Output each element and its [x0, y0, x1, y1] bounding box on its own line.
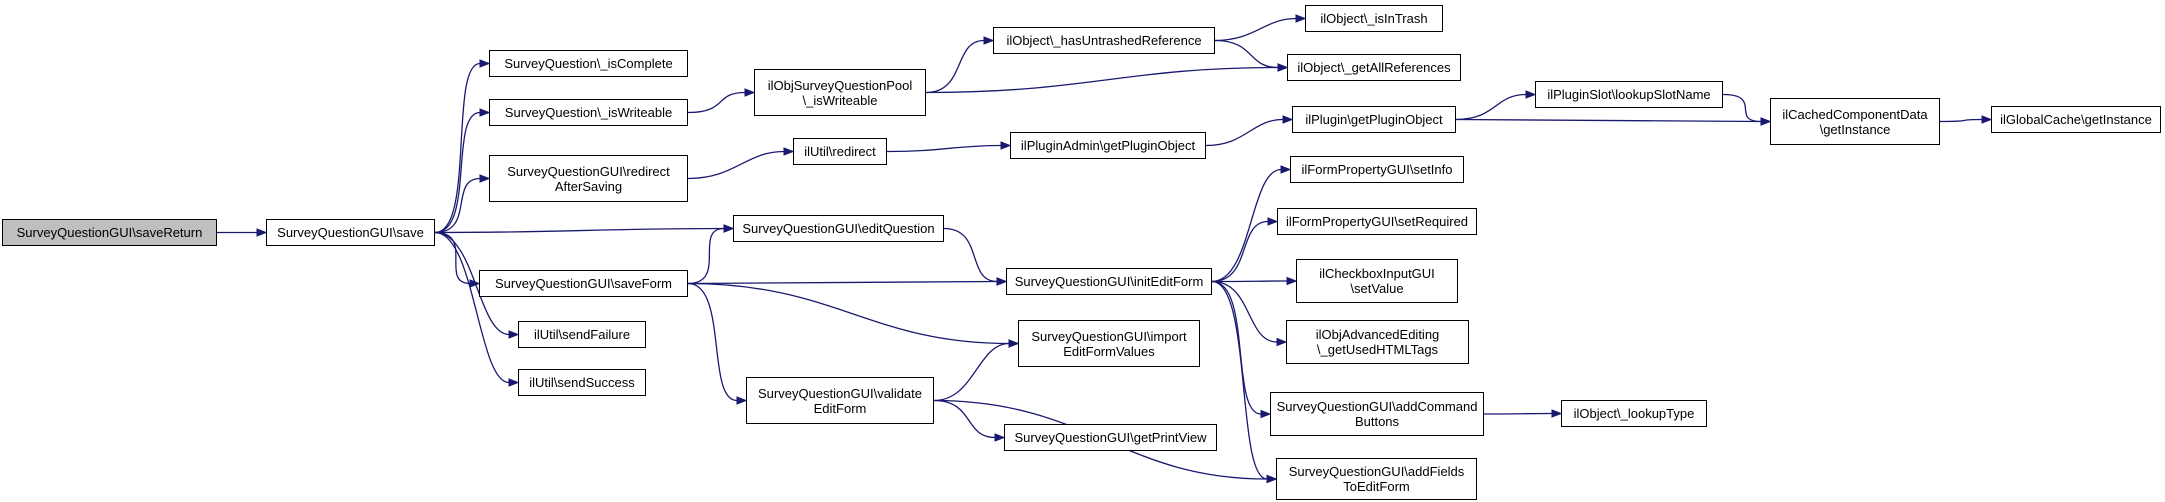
call-edge [943, 227, 998, 283]
graph-node[interactable]: ilGlobalCache\getInstance [1991, 106, 2161, 133]
call-edge [1455, 93, 1527, 121]
graph-node[interactable]: ilFormPropertyGUI\setRequired [1277, 208, 1477, 235]
arrowhead [1286, 276, 1298, 286]
arrowhead [1267, 217, 1279, 226]
call-edge [687, 150, 785, 180]
graph-node[interactable]: ilFormPropertyGUI\setInfo [1290, 156, 1464, 183]
arrowhead [783, 147, 795, 156]
arrowhead [508, 378, 520, 387]
call-edge [687, 282, 738, 402]
call-edge [687, 280, 998, 285]
graph-node[interactable]: SurveyQuestionGUI\redirect AfterSaving [489, 155, 688, 202]
arrowhead [1266, 474, 1278, 484]
graph-node[interactable]: SurveyQuestionGUI\getPrintView [1004, 424, 1217, 451]
graph-node[interactable]: ilPluginAdmin\getPluginObject [1010, 132, 1206, 159]
call-edge [1483, 412, 1553, 415]
arrowhead [479, 174, 491, 183]
call-edge [1205, 118, 1284, 147]
call-edge [434, 231, 510, 336]
call-edge [1211, 220, 1269, 283]
graph-node[interactable]: SurveyQuestionGUI\validate EditForm [746, 377, 934, 424]
graph-node[interactable]: ilObjSurveyQuestionPool \_isWriteable [754, 69, 926, 116]
call-edge [925, 39, 985, 94]
call-edge [434, 111, 481, 234]
arrowhead [479, 108, 491, 117]
call-edge [434, 231, 510, 384]
call-edge [434, 227, 725, 234]
arrowhead [256, 228, 268, 237]
arrowhead [1260, 409, 1272, 419]
arrowhead [1295, 14, 1307, 23]
call-edge [1214, 39, 1279, 69]
call-edge [687, 91, 746, 114]
graph-node[interactable]: ilObject\_lookupType [1561, 400, 1707, 427]
call-edge [1211, 280, 1288, 283]
call-edge [434, 177, 481, 234]
call-edge [933, 399, 996, 439]
graph-node[interactable]: SurveyQuestionGUI\initEditForm [1006, 268, 1212, 295]
arrowhead [1280, 165, 1292, 174]
call-edge [886, 144, 1002, 153]
arrowhead [1000, 141, 1012, 150]
call-edge [1939, 118, 1983, 123]
graph-node[interactable]: SurveyQuestionGUI\addFields ToEditForm [1276, 458, 1477, 500]
arrowhead [736, 396, 748, 405]
call-edge [1211, 168, 1282, 283]
graph-node[interactable]: SurveyQuestionGUI\editQuestion [733, 215, 944, 242]
arrowhead [1981, 115, 1993, 124]
arrowhead [994, 433, 1006, 442]
graph-node[interactable]: ilUtil\redirect [793, 138, 887, 165]
graph-node[interactable]: SurveyQuestionGUI\saveForm [479, 270, 688, 297]
graph-node[interactable]: SurveyQuestionGUI\saveReturn [2, 219, 217, 246]
call-edge [687, 282, 1010, 345]
graph-node[interactable]: SurveyQuestion\_isComplete [489, 50, 688, 77]
arrowhead [744, 88, 756, 97]
call-edge [1214, 17, 1297, 42]
arrowhead [1276, 337, 1288, 347]
graph-node[interactable]: ilCheckboxInputGUI \setValue [1296, 259, 1458, 303]
arrowhead [1760, 117, 1772, 126]
graph-node[interactable]: SurveyQuestionGUI\addCommand Buttons [1270, 392, 1484, 436]
graph-node[interactable]: ilObject\_isInTrash [1305, 5, 1443, 32]
graph-node[interactable]: ilCachedComponentData \getInstance [1770, 98, 1940, 145]
call-edge [1455, 118, 1762, 123]
arrowhead [1551, 409, 1563, 418]
graph-node[interactable]: ilPlugin\getPluginObject [1292, 106, 1456, 133]
call-edge [1722, 93, 1762, 123]
arrowhead [723, 224, 735, 233]
graph-node[interactable]: SurveyQuestion\_isWriteable [489, 99, 688, 126]
arrowhead [983, 36, 995, 45]
graph-node[interactable]: ilObjAdvancedEditing \_getUsedHTMLTags [1286, 320, 1469, 364]
graph-node[interactable]: SurveyQuestionGUI\import EditFormValues [1018, 320, 1200, 367]
arrowhead [1525, 90, 1537, 99]
call-edge [434, 62, 481, 234]
arrowhead [1277, 63, 1289, 72]
call-edge [1211, 280, 1268, 480]
arrowhead [1008, 339, 1020, 348]
call-edge [1211, 280, 1262, 415]
call-edge [687, 227, 725, 285]
arrowhead [1282, 115, 1294, 124]
graph-node[interactable]: ilUtil\sendSuccess [518, 369, 646, 396]
graph-node[interactable]: SurveyQuestionGUI\save [266, 219, 435, 246]
graph-node[interactable]: ilUtil\sendFailure [518, 321, 646, 348]
arrowhead [479, 59, 491, 68]
call-edge [1211, 280, 1278, 343]
graph-node[interactable]: ilObject\_getAllReferences [1287, 54, 1461, 81]
call-edge [933, 342, 1010, 402]
arrowhead [996, 277, 1008, 286]
arrowhead [508, 330, 520, 339]
graph-node[interactable]: ilObject\_hasUntrashedReference [993, 27, 1215, 54]
call-edge [925, 66, 1279, 94]
graph-node[interactable]: ilPluginSlot\lookupSlotName [1535, 81, 1723, 108]
